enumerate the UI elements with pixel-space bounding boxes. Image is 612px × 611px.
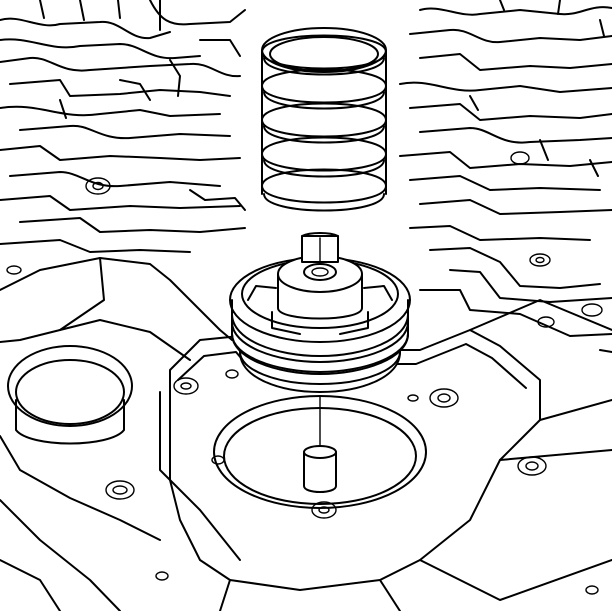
valve-body-passages: [0, 0, 612, 353]
guide-pin: [303, 445, 337, 493]
coil-spring: [261, 27, 387, 212]
spring-seat-pin: [301, 232, 339, 263]
accumulator-piston: [229, 255, 411, 393]
